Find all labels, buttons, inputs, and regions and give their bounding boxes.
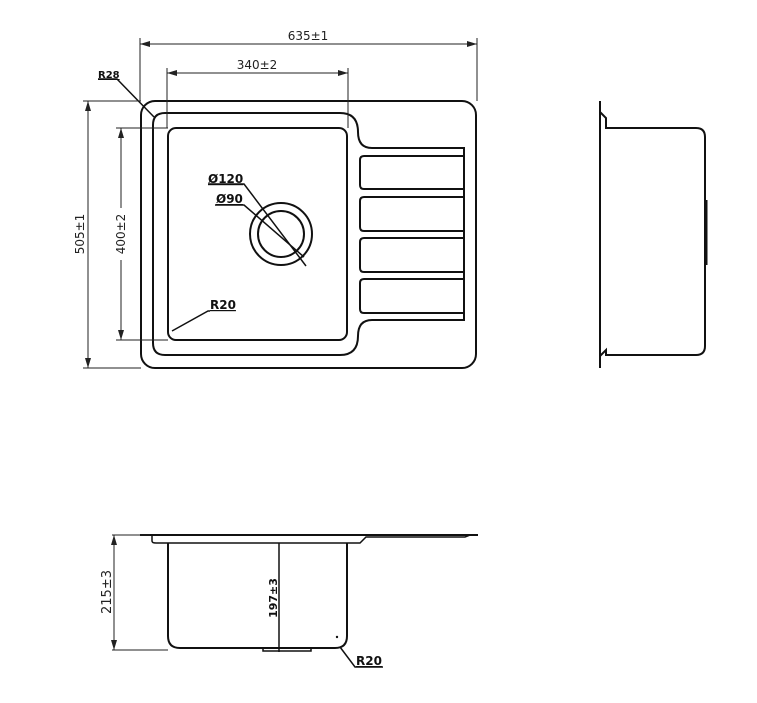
overall-width-label: 635±1 [288, 29, 329, 43]
drain-outer-circle [249, 202, 313, 266]
drain-inner-diameter-label: Ø90 [216, 192, 243, 206]
sink-outer-edge [140, 100, 477, 369]
bowl-radius-label: R20 [210, 298, 236, 312]
section-view: 197±3 215±3 R20 [100, 534, 478, 668]
top-view: Ø120 Ø90 R20 R28 635±1 340±2 505±1 400±2 [73, 29, 478, 369]
drain-outer-diameter-label: Ø120 [208, 172, 243, 186]
bowl [167, 127, 348, 341]
bowl-depth-label: 400±2 [114, 214, 128, 255]
bowl-width-label: 340±2 [237, 58, 278, 72]
total-height-label: 215±3 [100, 570, 115, 614]
overall-depth-label: 505±1 [73, 214, 87, 255]
drainboard-grooves [359, 155, 464, 314]
side-view [599, 101, 708, 368]
drain-inner-circle [257, 210, 305, 258]
sink-inner-rim [152, 112, 465, 356]
bottom-radius-label: R20 [356, 654, 382, 668]
outer-radius-label: R28 [98, 70, 120, 81]
section-bowl-depth-label: 197±3 [267, 578, 280, 618]
